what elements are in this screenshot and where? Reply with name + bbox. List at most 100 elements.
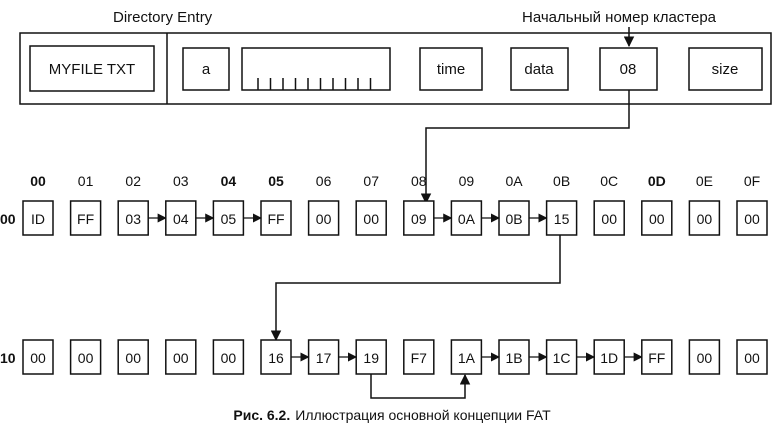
fat-column-header: 03 [173, 173, 189, 189]
fat-entry-value: 03 [125, 211, 141, 227]
fat-entry-value: 00 [316, 211, 332, 227]
fat-entry-value: 19 [363, 350, 379, 366]
start-cluster-caption: Начальный номер кластера [522, 9, 717, 26]
time-field: time [419, 47, 483, 91]
fat-entry-value: 05 [221, 211, 237, 227]
fat-column-header: 0E [696, 173, 713, 189]
fat-entry: ID [22, 200, 54, 236]
fat-column-header: 05 [268, 173, 284, 189]
reserved-field [241, 47, 391, 91]
date-value: data [524, 61, 554, 78]
fat-entry-value: 17 [316, 350, 332, 366]
fat-column-header: 00 [30, 173, 46, 189]
fat-entry: 05 [212, 200, 245, 236]
attribute-field: a [182, 47, 230, 91]
fat-entry: 00 [307, 200, 340, 236]
skip-link-arrow [370, 373, 471, 399]
directory-entry-record [19, 32, 772, 105]
fat-entry: 0A [450, 200, 483, 236]
fat-entry: 19 [355, 339, 387, 375]
fat-entry: 17 [307, 339, 340, 375]
fat-row-label: 10 [0, 350, 16, 366]
fat-entry: FF [641, 339, 673, 375]
fat-column-header: 0F [744, 173, 760, 189]
fat-entry-value: 00 [744, 350, 760, 366]
fat-entry: 00 [69, 339, 102, 375]
fat-entry-value: 15 [554, 211, 570, 227]
fat-entry: 00 [688, 200, 721, 236]
date-field: data [510, 47, 569, 91]
fat-entry-value: 0B [505, 211, 522, 227]
size-value: size [712, 61, 739, 78]
fat-entry: F7 [403, 339, 435, 375]
fat-entry-value: FF [648, 350, 665, 366]
start-cluster-value: 08 [620, 61, 637, 78]
fat-entry: 00 [593, 200, 625, 236]
fat-entry: 00 [736, 200, 768, 236]
fat-entry: 00 [641, 200, 673, 236]
filename-field: MYFILE TXT [29, 45, 155, 92]
fat-entry-value: 00 [601, 211, 617, 227]
fat-entry: 1A [450, 339, 483, 375]
fat-entry-value: 04 [173, 211, 189, 227]
fat-entry-value: ID [31, 211, 45, 227]
fat-entry-value: 00 [697, 350, 713, 366]
fat-entry-value: 1D [600, 350, 618, 366]
fat-column-header: 0D [648, 173, 666, 189]
fat-entry-value: 00 [78, 350, 94, 366]
fat-entry-value: 00 [697, 211, 713, 227]
fat-column-header: 08 [411, 173, 427, 189]
fat-entry-value: 00 [363, 211, 379, 227]
start-cluster-link-arrow [420, 90, 630, 205]
fat-entry-value: FF [77, 211, 94, 227]
fat-entry: 03 [117, 200, 149, 236]
fat-entry: 00 [165, 339, 197, 375]
fat-column-header: 0A [505, 173, 523, 189]
figure-caption-text: Иллюстрация основной концепции FAT [295, 407, 551, 423]
figure-caption: Рис. 6.2. Иллюстрация основной концепции … [233, 407, 551, 423]
start-cluster-field: 08 [599, 47, 658, 91]
fat-entry: 00 [22, 339, 54, 375]
fat-entry: 00 [212, 339, 245, 375]
size-field: size [688, 47, 763, 91]
fat-entry: 1B [498, 339, 530, 375]
fat-entry: 16 [260, 339, 292, 375]
fat-entry: 0B [498, 200, 530, 236]
fat-entry-value: 1C [553, 350, 571, 366]
fat-entry: 00 [355, 200, 387, 236]
fat-entry: 15 [545, 200, 578, 236]
fat-entry-value: 1A [458, 350, 476, 366]
fat-entry: 04 [165, 200, 197, 236]
fat-column-header: 07 [363, 173, 379, 189]
time-value: time [437, 61, 465, 78]
fat-entry: 00 [736, 339, 768, 375]
fat-column-header: 0C [600, 173, 618, 189]
fat-entry: FF [260, 200, 292, 236]
fat-entry: FF [69, 200, 102, 236]
fat-entry: 00 [117, 339, 149, 375]
fat-column-header: 0B [553, 173, 570, 189]
fat-entry-value: 00 [221, 350, 237, 366]
fat-entry-value: 0A [458, 211, 476, 227]
fat-entry-value: 00 [173, 350, 189, 366]
fat-column-header: 06 [316, 173, 332, 189]
fat-column-header: 04 [221, 173, 237, 189]
fat-column-header: 01 [78, 173, 94, 189]
fat-column-header: 09 [459, 173, 475, 189]
fat-entry-value: F7 [411, 350, 428, 366]
figure-caption-prefix: Рис. 6.2. [233, 407, 290, 423]
fat-entry-value: 00 [30, 350, 46, 366]
fat-entry-value: 09 [411, 211, 427, 227]
directory-entry-title: Directory Entry [113, 9, 213, 26]
filename-value: MYFILE TXT [49, 61, 135, 78]
fat-entry-value: FF [267, 211, 284, 227]
fat-entry: 1D [593, 339, 625, 375]
fat-entry-value: 16 [268, 350, 284, 366]
fat-entry: 09 [403, 200, 435, 236]
fat-entry-value: 00 [744, 211, 760, 227]
row-wrap-link-arrow [270, 234, 561, 342]
attribute-value: a [202, 61, 211, 78]
fat-entry-value: 00 [649, 211, 665, 227]
